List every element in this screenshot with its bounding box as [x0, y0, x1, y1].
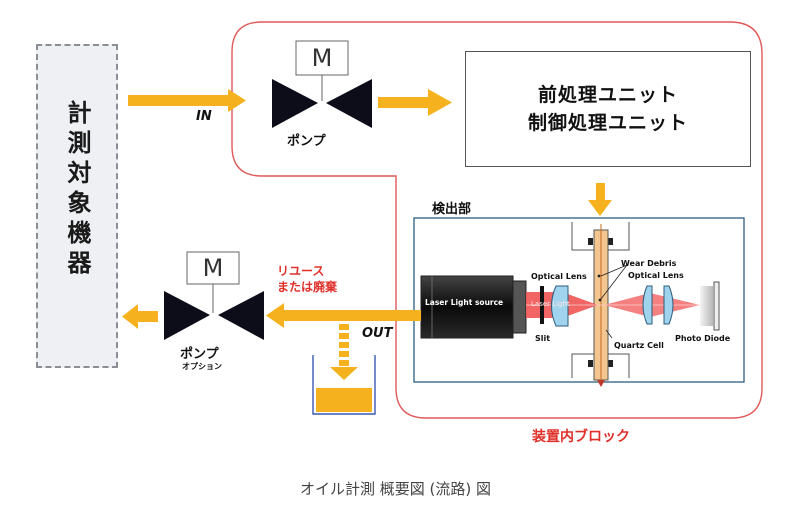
- cell-clamps: [588, 238, 613, 367]
- in-device-block-outline: [231, 21, 763, 419]
- slit-label: Slit: [535, 334, 551, 343]
- drain-arrow: [330, 324, 358, 380]
- reuse-label-line2: または廃棄: [277, 280, 338, 294]
- optical-lens-2b: [663, 285, 674, 325]
- optical-lens-1-label: Optical Lens: [531, 272, 587, 281]
- optical-lens-2-label: Optical Lens: [628, 271, 684, 280]
- flow-return-arrow: [122, 304, 158, 329]
- processing-unit-line1: 前処理ユニット: [537, 84, 678, 106]
- processing-unit-box: 前処理ユニット 制御処理ユニット: [465, 51, 751, 167]
- flow-out-arrow: [266, 303, 421, 328]
- detector-title: 検出部: [432, 202, 472, 217]
- flow-out-label: OUT: [362, 326, 393, 341]
- measured-device-text: 計測対象機器: [63, 100, 91, 280]
- processing-unit-line2: 制御処理ユニット: [527, 112, 688, 134]
- pump-bottom-label: ポンプ: [180, 347, 219, 362]
- motor-label-bottom: M: [202, 254, 224, 282]
- motor-label-top: M: [311, 44, 333, 72]
- reuse-or-dispose-label: リユース または廃棄: [277, 263, 337, 295]
- waste-tank: [312, 355, 376, 415]
- laser-light-source: [420, 275, 527, 339]
- annotation-leaders: [600, 264, 628, 339]
- measured-device-box: [36, 44, 118, 368]
- wear-debris-label: Wear Debris: [621, 259, 677, 268]
- pump-top-label: ポンプ: [287, 134, 326, 149]
- flow-in-arrow: [128, 89, 246, 112]
- valve-right-triangle: [326, 79, 372, 128]
- motor-box-top: [295, 40, 349, 76]
- laser-light-label: Laser Light: [531, 300, 570, 308]
- in-device-block-label: 装置内ブロック: [532, 429, 630, 445]
- optical-lens-2a: [642, 285, 653, 325]
- valve-left-triangle: [272, 79, 318, 128]
- quartz-cell-label: Quartz Cell: [614, 341, 664, 350]
- photo-diode: [700, 281, 720, 331]
- pump-top-valve: [272, 40, 372, 128]
- photo-diode-label: Photo Diode: [675, 334, 731, 343]
- pump-bottom-valve: [164, 251, 264, 340]
- figure-caption: オイル計測 概要図 (流路) 図: [299, 480, 491, 498]
- reuse-label-line1: リユース: [277, 264, 325, 278]
- measured-device-label: 計測対象機器: [36, 100, 118, 280]
- slit: [540, 286, 544, 324]
- pump-bottom-sublabel: オプション: [182, 362, 222, 371]
- flow-to-processing-arrow: [378, 89, 452, 116]
- optical-lens-1: [551, 285, 569, 327]
- flow-in-label: IN: [196, 109, 212, 124]
- laser-source-label: Laser Light source: [425, 298, 504, 307]
- flow-to-detector-arrow: [588, 183, 612, 216]
